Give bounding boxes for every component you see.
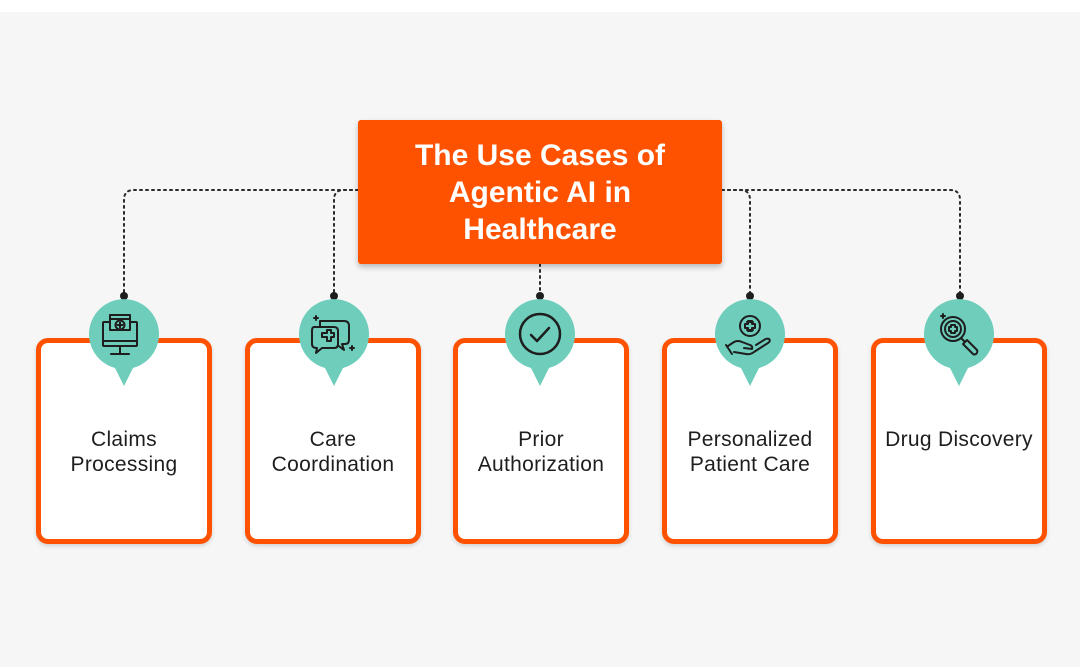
magnifier-medical-icon [924, 299, 994, 386]
chat-medical-icon [299, 299, 369, 386]
card-label: Care Coordination [271, 428, 395, 476]
connector-dot [120, 292, 128, 300]
connector-drug [721, 189, 961, 297]
card-label: Drug Discovery [885, 428, 1033, 451]
monitor-medical-icon [89, 299, 159, 386]
connector-personalized [721, 189, 751, 297]
connector-dot [536, 292, 544, 300]
title-box: The Use Cases of Agentic AI in Healthcar… [358, 120, 722, 264]
card-label: Claims Processing [70, 428, 178, 476]
connector-dot [956, 292, 964, 300]
connector-claims [123, 189, 359, 297]
connector-dot [746, 292, 754, 300]
connector-dot [330, 292, 338, 300]
card-label: Prior Authorization [477, 428, 605, 476]
check-circle-icon [505, 299, 575, 386]
card-label: Personalized Patient Care [687, 428, 813, 476]
connector-care [333, 189, 359, 297]
hand-medical-icon [715, 299, 785, 386]
page-title: The Use Cases of Agentic AI in Healthcar… [414, 138, 666, 246]
